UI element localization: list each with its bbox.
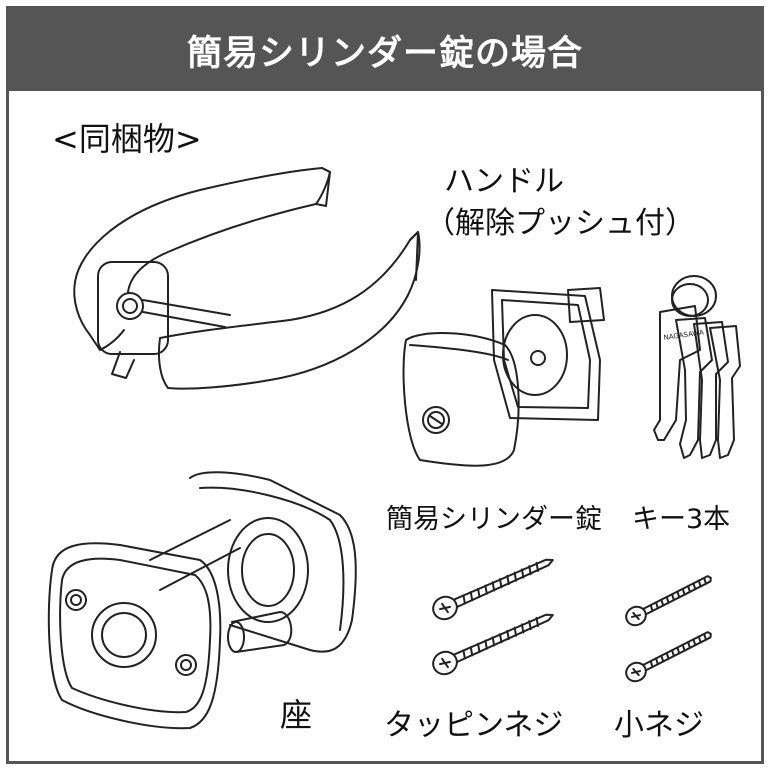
lever-handle-illustration [74, 168, 419, 389]
cylinder-lock-illustration [404, 288, 604, 466]
keys-illustration: NAGASAWA [654, 276, 740, 458]
contents-heading: <同梱物> [52, 114, 202, 160]
handle-label: ハンドル [444, 156, 564, 200]
tapping-screws-illustration [430, 550, 558, 678]
cylinder-lock-label: 簡易シリンダー錠 [386, 497, 602, 536]
seat-label: 座 [280, 690, 312, 736]
small-screws-label: 小ネジ [614, 700, 704, 744]
small-screws-illustration [623, 570, 715, 685]
handle-note-label: （解除プッシュ付） [425, 198, 695, 242]
tapping-screws-label: タッピンネジ [384, 700, 563, 744]
keys-label: キー3本 [632, 497, 730, 536]
